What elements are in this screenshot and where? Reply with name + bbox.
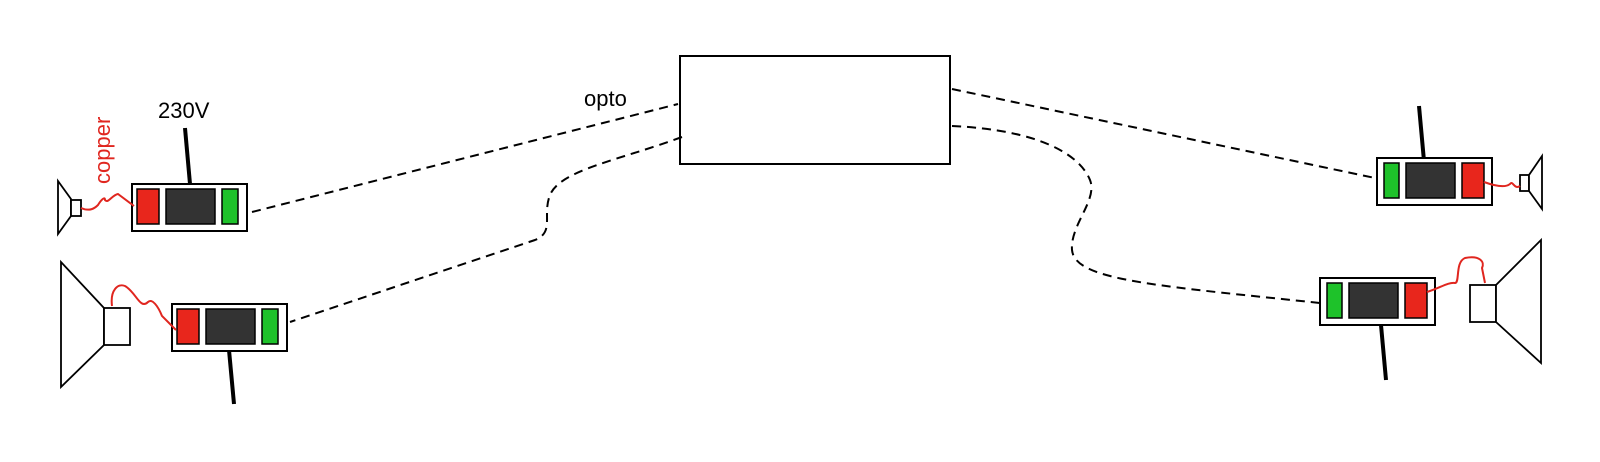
speaker-small-right [1519, 153, 1543, 212]
output-block [261, 308, 279, 345]
speaker-small-left [57, 178, 82, 237]
voltage-label: 230V [158, 98, 210, 123]
wire-label: copper [90, 117, 115, 184]
fiber-link-right-bottom [951, 125, 1321, 304]
input-block [176, 308, 200, 345]
copper-wire-right-top [1483, 181, 1521, 188]
copper-wire-left-top [80, 192, 135, 211]
unit-right-bottom [1319, 277, 1436, 381]
speaker-large-left [60, 259, 131, 390]
core-block [165, 188, 216, 225]
output-block [1383, 162, 1400, 199]
output-block [221, 188, 239, 225]
power-cable [1379, 324, 1388, 381]
input-block [1404, 282, 1428, 319]
power-cable [183, 127, 192, 185]
core-block [1348, 282, 1399, 319]
central-unit-box [679, 55, 951, 165]
fiber-link-left-bottom [289, 136, 683, 323]
copper-wire-right-bottom [1426, 256, 1486, 293]
core-block [205, 308, 256, 345]
fiber-link-left-top [251, 103, 679, 213]
output-block [1326, 282, 1343, 319]
input-block [1461, 162, 1485, 199]
input-block [136, 188, 160, 225]
copper-wire-left-bottom [110, 284, 177, 331]
power-cable [1417, 105, 1426, 162]
unit-left-bottom [171, 303, 288, 405]
speaker-large-right [1469, 237, 1542, 366]
unit-right-top [1376, 105, 1493, 206]
fiber-label: opto [584, 86, 627, 111]
power-cable [227, 349, 236, 405]
fiber-link-right-top [951, 88, 1376, 179]
unit-left-top [131, 127, 248, 232]
core-block [1405, 162, 1456, 199]
